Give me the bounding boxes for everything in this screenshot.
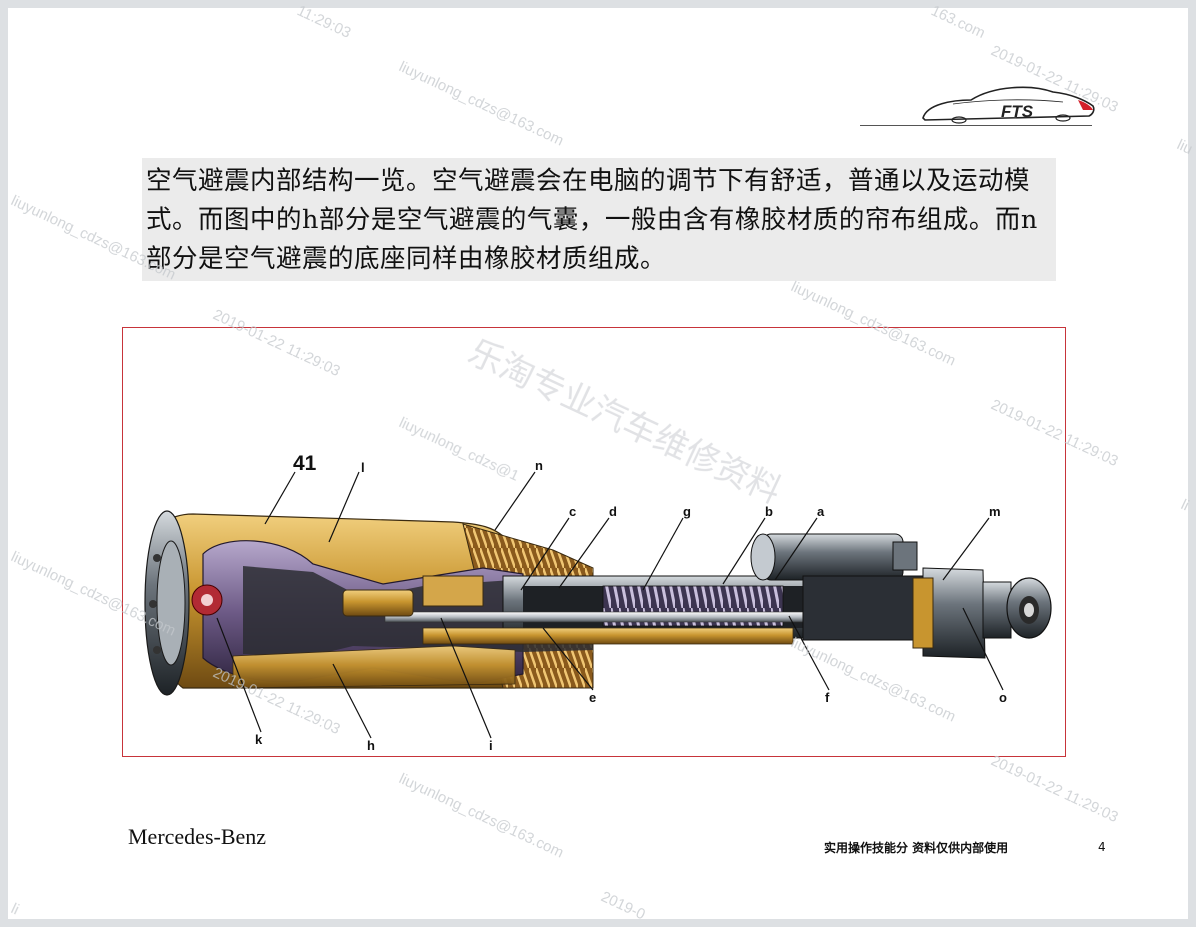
label-i: i [489,738,493,753]
page-number: 4 [1098,840,1106,854]
slide: FTS 空气避震内部结构一览。空气避震会在电脑的调节下有舒适，普通以及运动模式。… [8,8,1188,919]
label-b: b [765,504,773,519]
label-n: n [535,458,543,473]
logo-text: FTS [1001,102,1034,121]
shock-body [144,510,1052,696]
leader-lines [216,471,1004,739]
label-o: o [999,690,1007,705]
label-e: e [589,690,596,705]
label-m: m [989,504,1001,519]
label-f: f [825,690,830,705]
label-h: h [367,738,375,753]
header-divider [860,125,1092,126]
intro-paragraph: 空气避震内部结构一览。空气避震会在电脑的调节下有舒适，普通以及运动模式。而图中的… [142,158,1056,281]
label-a: a [817,504,825,519]
label-l: l [361,460,365,475]
label-k: k [255,732,263,747]
cutaway-illustration: 41 l n c d g b a m k h i e f o [144,452,1052,753]
footer-note: 实用操作技能分 资料仅供内部使用 [824,841,1009,855]
figure-number: 41 [293,452,317,475]
fts-car-logo: FTS [922,86,1095,124]
label-c: c [569,504,576,519]
brand-name: Mercedes-Benz [128,824,267,849]
label-g: g [683,504,691,519]
label-d: d [609,504,617,519]
air-suspension-cutaway-figure: 41 l n c d g b a m k h i e f o [122,327,1066,757]
